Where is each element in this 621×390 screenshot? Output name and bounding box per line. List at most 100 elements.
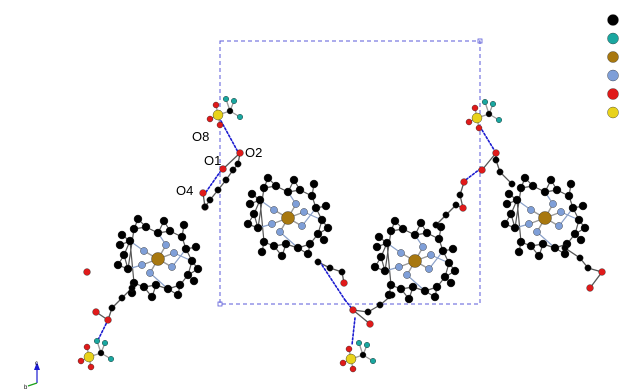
carbon-atom-b-17	[243, 219, 253, 229]
carbon-atom-b-8	[311, 203, 321, 213]
atom-label-o2: O2	[245, 145, 262, 160]
carbon-atom-b-1	[249, 209, 259, 219]
hydrogen-bond-5	[97, 319, 109, 341]
carbon-atom-d-15	[516, 237, 526, 247]
anion-oxygen-top-left-1	[216, 121, 224, 129]
carbon-atom-a-3	[129, 224, 139, 234]
carbon-atom-d-13	[538, 239, 548, 249]
chain-atom-b2-0	[199, 189, 207, 197]
carbon-atom-b-15	[259, 237, 269, 247]
carbon-atom-c-21	[430, 292, 440, 302]
carbon-atom-d-20	[520, 173, 530, 183]
carbon-atom-a-26	[189, 276, 199, 286]
chain-atom-b1-2	[214, 186, 222, 194]
carbon-atom-d-12	[550, 243, 560, 253]
chain-atom-c1-5	[460, 178, 468, 186]
nitrogen-atom-d-3	[549, 200, 557, 208]
nitrogen-atom-a-5	[170, 249, 178, 257]
axis-b-line	[27, 382, 38, 387]
bond-n-c-a-2	[149, 272, 169, 290]
atom-label-o4: O4	[176, 183, 193, 198]
anion-fluorine-top-left-1	[236, 113, 243, 120]
carbon-atom-d-0	[512, 195, 522, 205]
cell-origin-marker	[217, 301, 223, 307]
bond-n-c-b-2	[279, 231, 299, 249]
chain-atom-b1-7	[219, 165, 227, 173]
nitrogen-atom-c-5	[427, 251, 435, 259]
chain-atom-a1-2	[108, 304, 116, 312]
chain-atom-b3-1	[326, 264, 334, 272]
carbon-atom-d-10	[570, 229, 580, 239]
carbon-atom-c-8	[438, 246, 448, 256]
carbon-atom-c-15	[386, 280, 396, 290]
anion-oxygen-top-left-2	[212, 101, 220, 109]
bond-ring-d-15	[516, 199, 522, 243]
carbon-atom-d-8	[568, 203, 578, 213]
metal-atom-d	[538, 211, 552, 225]
chain-atom-c2-0	[388, 291, 396, 299]
carbon-atom-d-6	[552, 185, 562, 195]
chain-atom-d1-1	[576, 254, 584, 262]
carbon-atom-d-18	[578, 201, 588, 211]
chain-atom-a1-1	[118, 294, 126, 302]
anion-carbon-top-left	[226, 107, 234, 115]
carbon-atom-b-5	[283, 187, 293, 197]
chain-atom-d2-1	[496, 168, 504, 176]
metal-atom-a	[151, 252, 165, 266]
bond-chain-b1-6	[222, 152, 241, 170]
unit-cell	[217, 38, 483, 307]
anion-fluorine-top-right-1	[496, 116, 503, 123]
carbon-atom-b-27	[247, 189, 257, 199]
carbon-atom-a-21	[173, 290, 183, 300]
chain-atom-c2-3	[349, 306, 357, 314]
nitrogen-atom-d-2	[533, 228, 541, 236]
nitrogen-atom-c-3	[419, 243, 427, 251]
carbon-atom-a-8	[181, 244, 191, 254]
anion-oxygen-top-right-2	[471, 104, 479, 112]
carbon-atom-d-14	[526, 241, 536, 251]
nitrogen-atom-a-2	[146, 269, 154, 277]
carbon-atom-d-23	[534, 251, 544, 261]
carbon-atom-d-9	[574, 215, 584, 225]
nitrogen-atom-d-5	[557, 208, 565, 216]
anion-carbon-bottom-mid	[359, 351, 367, 359]
anion-sulfur-bottom-left	[83, 351, 95, 363]
axis-c-label: c	[35, 361, 38, 367]
chain-atom-c1-4	[456, 191, 464, 199]
carbon-atom-c-16	[372, 242, 382, 252]
anion-oxygen-bottom-left-1	[87, 363, 95, 371]
carbon-atom-b-9	[317, 215, 327, 225]
chain-atom-d2-0	[508, 180, 516, 188]
cell-corner-marker	[477, 38, 483, 44]
nitrogen-atom-b-2	[276, 228, 284, 236]
legend-swatch-0	[607, 14, 619, 26]
carbon-atom-d-5	[540, 187, 550, 197]
carbon-atom-c-19	[450, 266, 460, 276]
anion-fluorine-bottom-left-0	[101, 340, 108, 347]
carbon-atom-d-27	[504, 189, 514, 199]
anion-oxygen-bottom-left-0	[77, 357, 85, 365]
chain-atom-d1-2	[584, 264, 592, 272]
carbon-atom-c-11	[432, 282, 442, 292]
anion-fluorine-top-left-0	[230, 97, 237, 104]
nitrogen-atom-b-1	[298, 222, 306, 230]
carbon-atom-c-4	[398, 224, 408, 234]
chain-atom-c2-1	[376, 301, 384, 309]
chain-atom-a1-4	[92, 308, 100, 316]
metal-atom-c	[408, 254, 422, 268]
legend-swatch-5	[607, 106, 619, 119]
anion-fluorine-bottom-left-2	[93, 338, 100, 345]
hydrogen-bond-2	[319, 261, 346, 301]
carbon-atom-b-18	[321, 201, 331, 211]
nitrogen-atom-a-1	[168, 263, 176, 271]
nitrogen-atom-b-3	[292, 200, 300, 208]
carbon-atom-d-24	[566, 179, 576, 189]
chain-atom-a1-0	[128, 284, 136, 292]
carbon-atom-d-3	[516, 183, 526, 193]
nitrogen-atom-a-4	[138, 261, 146, 269]
chain-atom-b1-1	[206, 196, 214, 204]
bond-ring-c-15	[386, 242, 392, 286]
hydrogen-bond-0	[220, 120, 239, 153]
chain-atom-d1-3	[598, 268, 606, 276]
